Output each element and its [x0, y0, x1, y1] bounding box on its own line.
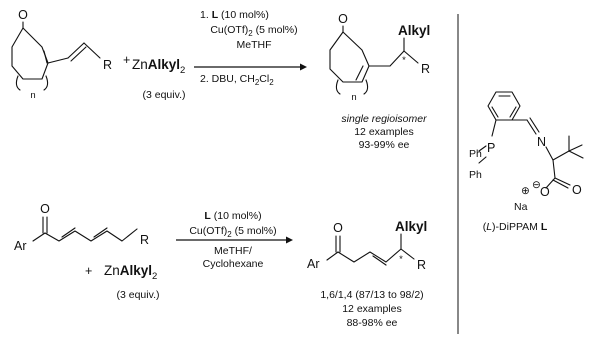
product-1-oxygen: O — [338, 12, 348, 26]
conditions-2-line4: Cyclohexane — [203, 258, 264, 270]
info-2-examples: 12 examples — [342, 303, 402, 315]
dialkylzinc-2: ZnAlkyl2 — [104, 263, 157, 282]
conditions-1-line2: Cu(OTf)2 (5 mol%) — [210, 24, 297, 38]
info-2-regio: 1,6/1,4 (87/13 to 98/2) — [320, 289, 423, 301]
conditions-2-line2: Cu(OTf)2 (5 mol%) — [189, 225, 276, 239]
product-2-r: R — [417, 258, 426, 272]
ligand-phosphorus: P — [487, 141, 495, 155]
product-2-oxygen: O — [333, 221, 343, 235]
product-1-alkyl: Alkyl — [398, 23, 430, 38]
ligand-structure — [478, 91, 584, 189]
product-1-r: R — [421, 62, 430, 76]
ligand-oxygen-carbonyl: O — [572, 183, 582, 197]
info-1-regio: single regioisomer — [341, 113, 427, 125]
product-2-stereocenter: * — [399, 254, 403, 265]
info-2-ee: 88-98% ee — [347, 317, 398, 329]
ligand-plus-charge: ⊕ — [521, 185, 530, 197]
substrate-1-n: n — [30, 90, 35, 101]
product-2-structure — [326, 233, 415, 266]
substrate-2-oxygen: O — [40, 202, 50, 216]
product-1-n: n — [351, 92, 356, 103]
equiv-1: (3 equiv.) — [143, 89, 186, 101]
ligand-nitrogen: N — [537, 135, 546, 149]
substrate-2-structure — [32, 216, 138, 242]
info-1-examples: 12 examples — [354, 126, 414, 138]
ligand-oxygen-anion: O — [540, 185, 550, 199]
substrate-1-oxygen: O — [18, 8, 28, 22]
product-2-alkyl: Alkyl — [395, 219, 427, 234]
product-1-stereocenter: * — [402, 55, 406, 66]
substrate-1-structure — [11, 21, 101, 91]
equiv-2: (3 equiv.) — [117, 289, 160, 301]
substrate-2-r: R — [140, 233, 149, 247]
product-2-ar: Ar — [307, 257, 320, 271]
conditions-1-line4: 2. DBU, CH2Cl2 — [200, 73, 274, 87]
product-1-structure — [329, 25, 419, 95]
substrate-1-r: R — [103, 58, 112, 72]
ligand-sodium: Na — [514, 201, 528, 213]
info-1-ee: 93-99% ee — [359, 139, 410, 151]
arrowhead-2 — [286, 236, 293, 244]
ligand-ph-1: Ph — [469, 148, 482, 160]
dialkylzinc-1: ZnAlkyl2 — [132, 57, 185, 76]
conditions-1-line3: MeTHF — [237, 39, 272, 51]
conditions-2-line3: MeTHF/ — [214, 245, 252, 257]
plus-2: + — [85, 264, 92, 278]
ligand-minus-charge: ⊖ — [532, 179, 541, 191]
ligand-name: (L)-DiPPAM L — [483, 221, 548, 233]
plus-1: + — [123, 53, 130, 67]
conditions-1-line1: 1. L (10 mol%) — [200, 9, 269, 21]
substrate-2-ar: Ar — [14, 239, 27, 253]
ligand-ph-2: Ph — [469, 169, 482, 181]
arrowhead-1 — [300, 63, 307, 71]
conditions-2-line1: L (10 mol%) — [204, 210, 261, 222]
